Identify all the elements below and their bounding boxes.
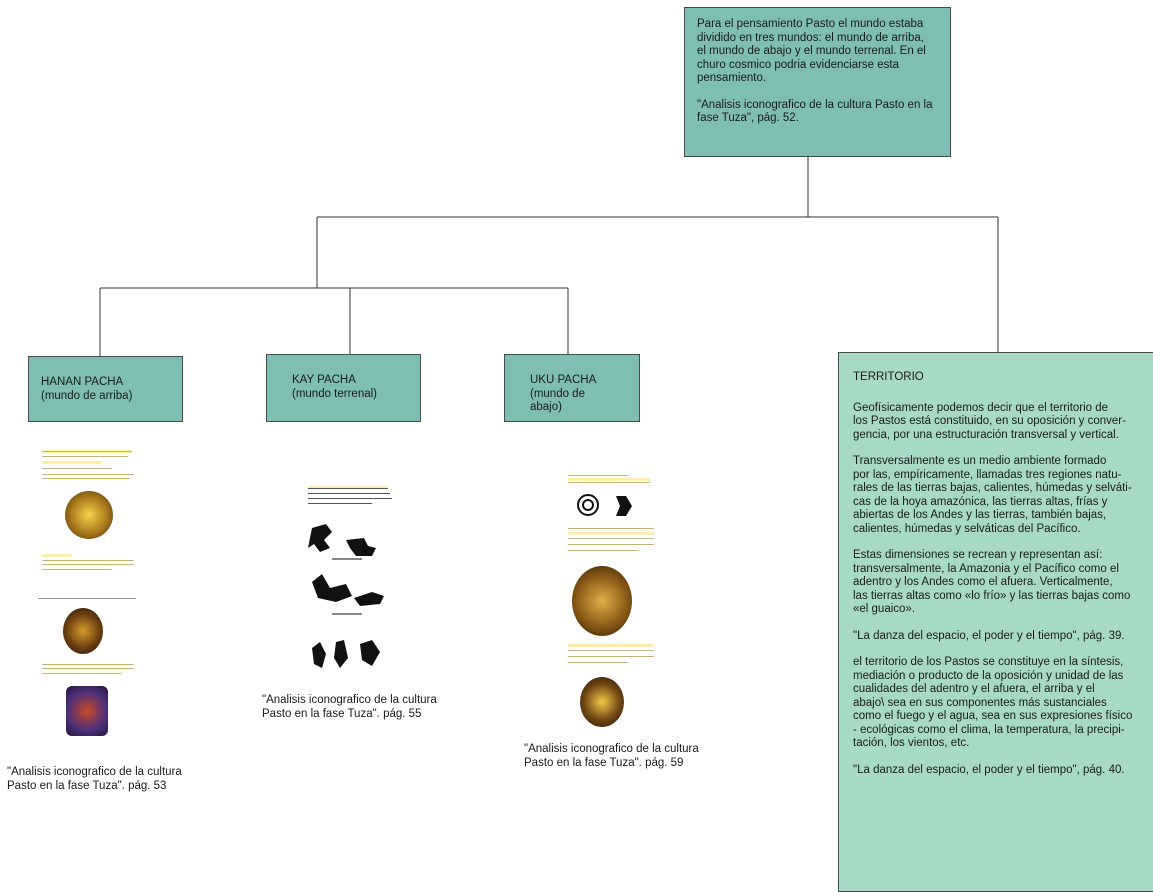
top-concept-citation: "Analisis iconografico de la cultura Pas… xyxy=(697,98,933,125)
node-subtitle: (mundo de abajo) xyxy=(530,387,585,414)
hanan-pacha-document-thumbnail xyxy=(38,446,140,746)
node-subtitle: (mundo terrenal) xyxy=(292,387,378,400)
node-title: HANAN PACHA xyxy=(41,376,124,388)
hanan-pacha-citation: "Analisis iconografico de la cultura Pas… xyxy=(7,766,182,792)
top-concept-text: Para el pensamiento Pasto el mundo estab… xyxy=(697,18,926,84)
top-concept-box: Para el pensamiento Pasto el mundo estab… xyxy=(684,7,951,157)
node-title: UKU PACHA xyxy=(530,374,597,386)
territorio-paragraph: Transversalmente es un medio ambiente fo… xyxy=(853,455,1132,535)
ceramic-bowl-image xyxy=(572,566,632,636)
ceramic-bowl-image xyxy=(66,686,108,736)
territorio-paragraph: Estas dimensiones se recrean y represent… xyxy=(853,549,1131,615)
ceramic-bowl-image xyxy=(63,608,103,654)
node-uku-pacha: UKU PACHA (mundo de abajo) xyxy=(504,354,640,422)
ceramic-bowl-image xyxy=(580,677,624,727)
kay-pacha-citation: "Analisis iconografico de la cultura Pas… xyxy=(262,694,437,720)
node-kay-pacha: KAY PACHA (mundo terrenal) xyxy=(266,354,421,422)
ceramic-bowl-image xyxy=(65,491,113,539)
territorio-box: TERRITORIO Geofísicamente podemos decir … xyxy=(838,352,1153,892)
uku-pacha-document-thumbnail xyxy=(566,472,656,734)
kay-pacha-document-thumbnail xyxy=(306,482,398,682)
animal-figures-image xyxy=(308,524,384,668)
territorio-citation: "La danza del espacio, el poder y el tie… xyxy=(853,763,1125,776)
territorio-citation: "La danza del espacio, el poder y el tie… xyxy=(853,629,1125,642)
territorio-paragraph: Geofísicamente podemos decir que el terr… xyxy=(853,401,1126,441)
spiral-figures-image xyxy=(577,494,632,516)
node-subtitle: (mundo de arriba) xyxy=(41,389,133,402)
territorio-paragraph: el territorio de los Pastos se constituy… xyxy=(853,656,1133,749)
territorio-title: TERRITORIO xyxy=(853,371,924,383)
node-hanan-pacha: HANAN PACHA (mundo de arriba) xyxy=(28,356,183,422)
node-title: KAY PACHA xyxy=(292,374,356,386)
uku-pacha-citation: "Analisis iconografico de la cultura Pas… xyxy=(524,743,699,769)
